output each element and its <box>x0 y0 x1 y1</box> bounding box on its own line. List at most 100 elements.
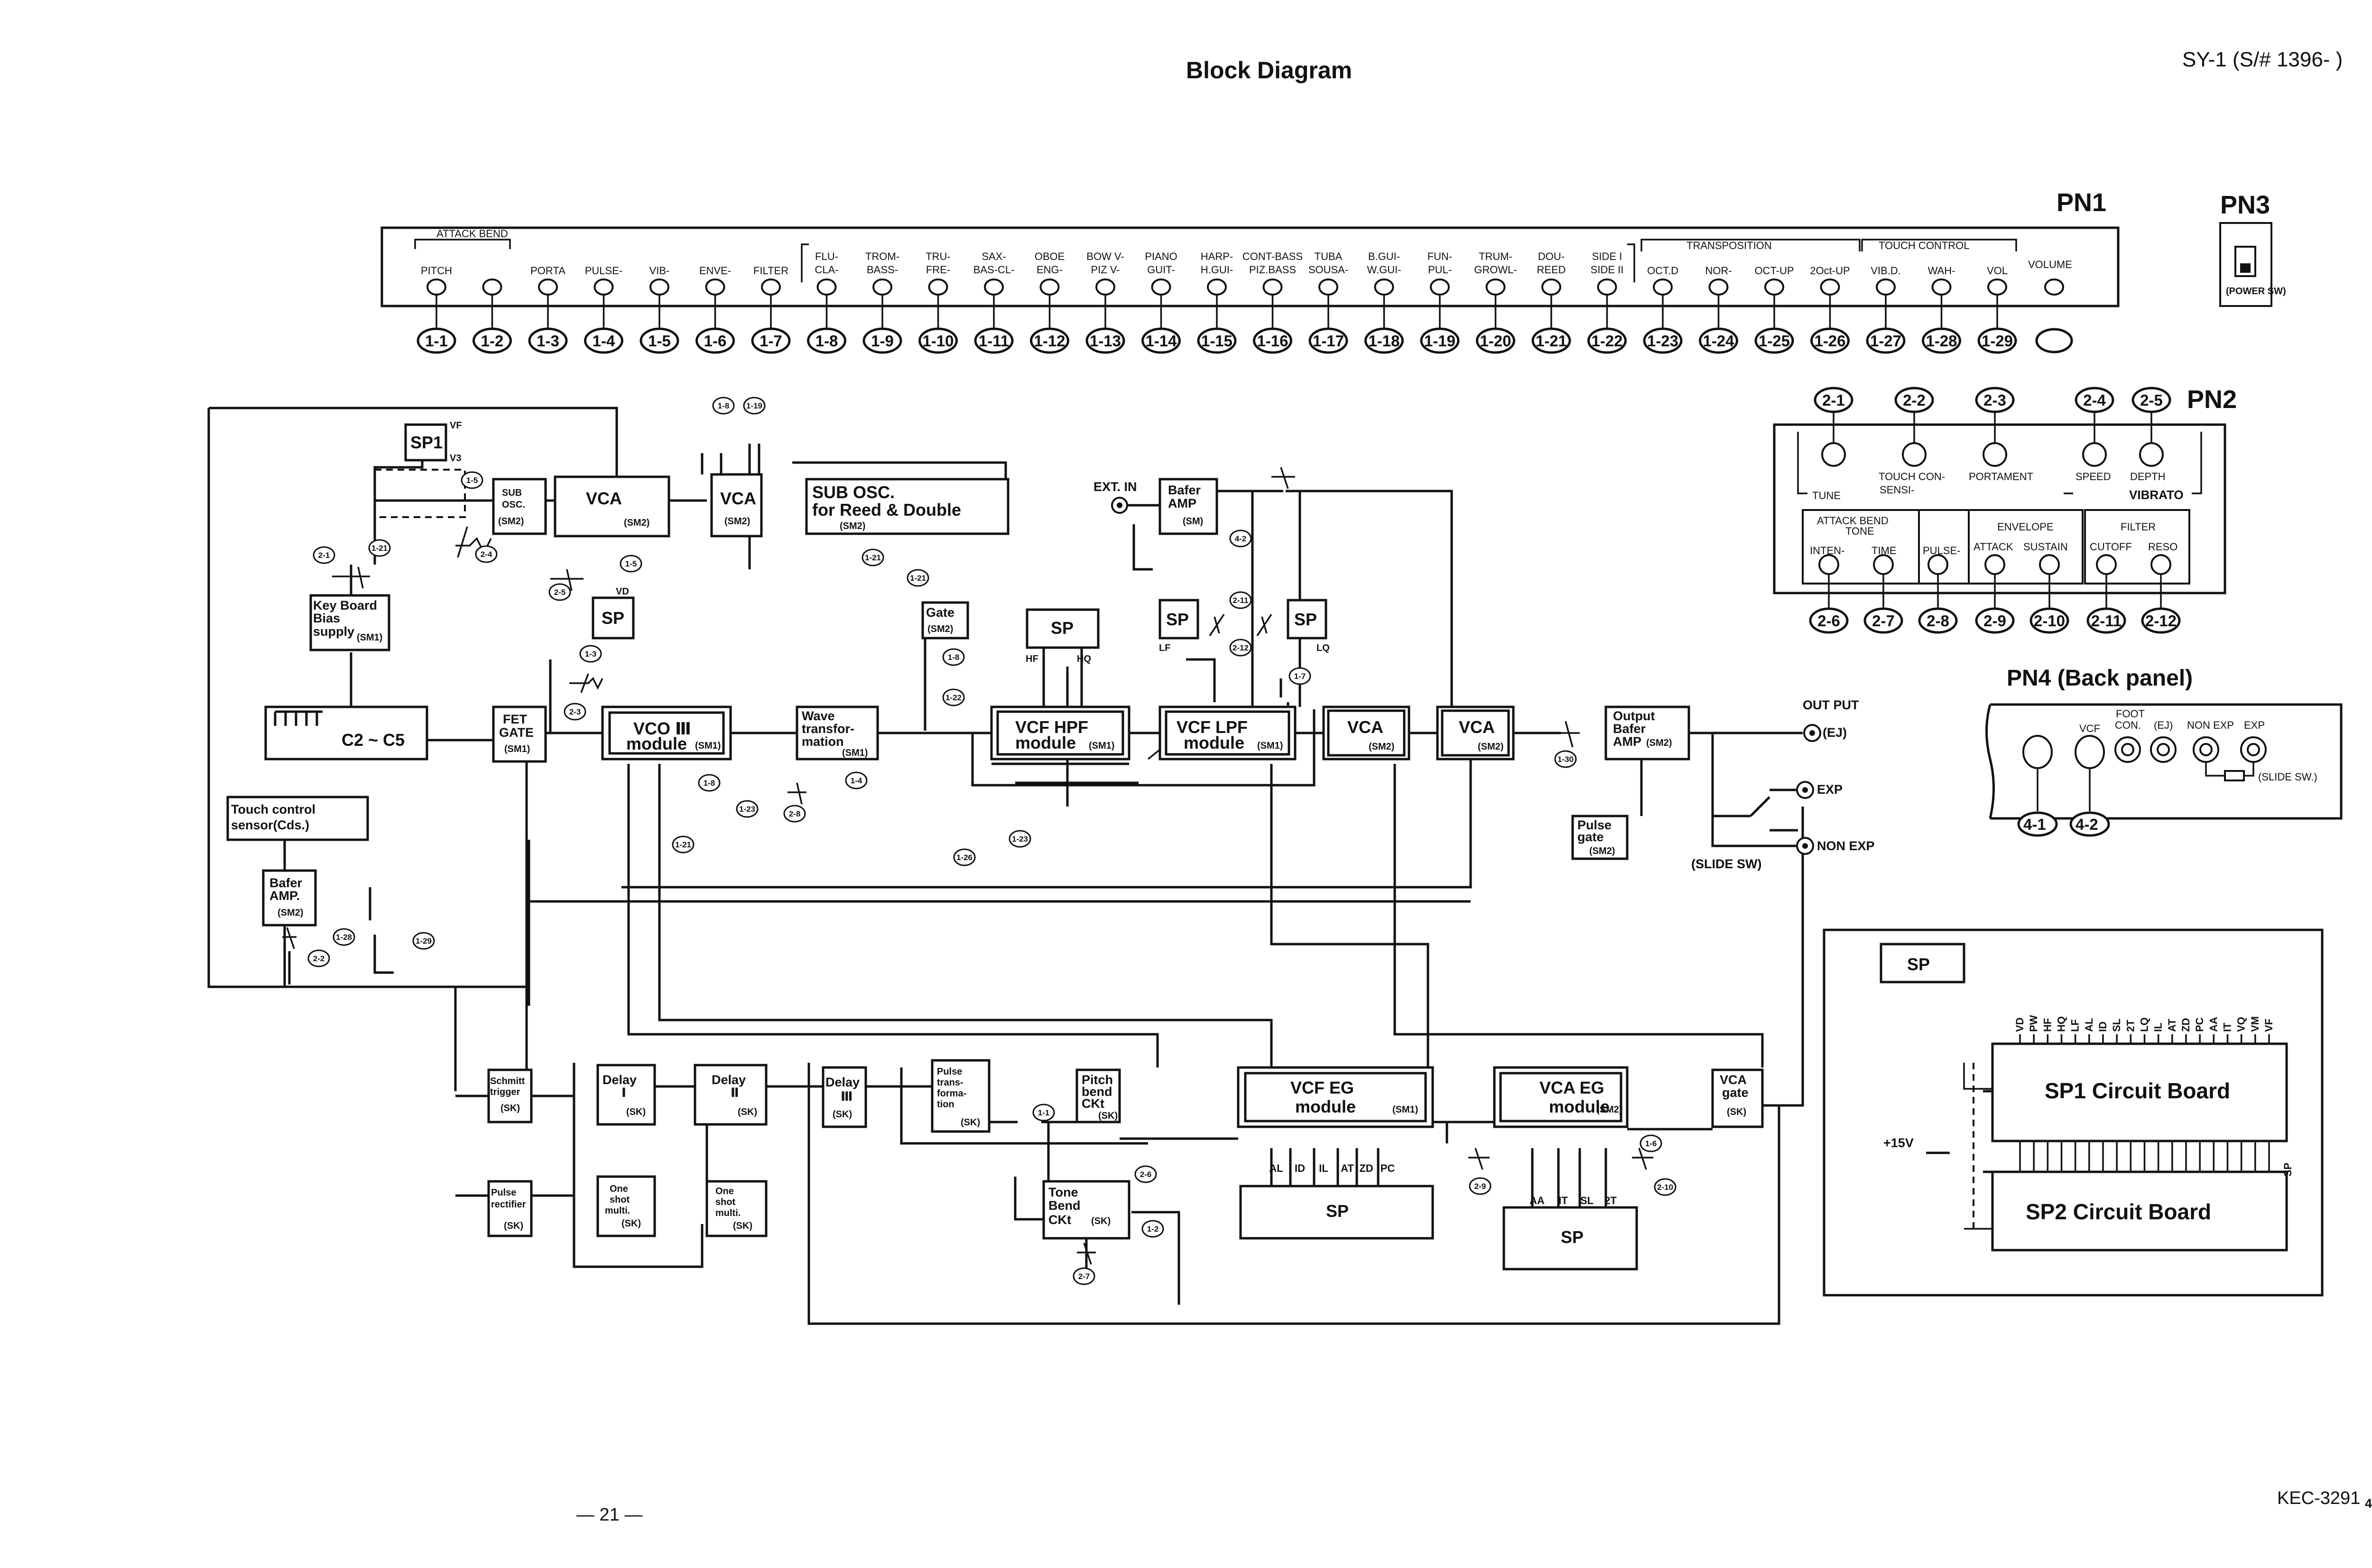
ref-1-20-label: 1-20 <box>1480 332 1511 350</box>
ref-2-11 <box>2086 607 2126 634</box>
pn2-envelope: ENVELOPE <box>1997 521 2054 533</box>
ref-1-24 <box>1699 327 1738 354</box>
pn2-knob-2-7[interactable] <box>1873 554 1894 575</box>
doc-code: KEC-3291 <box>2277 1488 2360 1508</box>
pn1-switch-1-15[interactable] <box>1207 278 1227 296</box>
pn1-switch-1-28[interactable] <box>1931 278 1952 296</box>
ref-1-28-label: 1-28 <box>1926 332 1957 350</box>
pn2-knob-2-9[interactable] <box>1984 554 2005 575</box>
pn1-ctl-line2-1-14: GUIT- <box>1147 264 1175 276</box>
pn1-switch-1-26[interactable] <box>1820 278 1840 296</box>
one-shot-1-block <box>596 1175 656 1237</box>
pn1-switch-1-16[interactable] <box>1262 278 1283 296</box>
pn2-knob-2-8[interactable] <box>1927 554 1948 575</box>
pn2-knob-2-6[interactable] <box>1818 554 1839 575</box>
pn1-switch-1-4[interactable] <box>593 278 614 296</box>
oneshot1-line2: shot <box>610 1195 630 1205</box>
pn1-volume-knob[interactable] <box>2044 278 2064 296</box>
pn1-switch-1-12[interactable] <box>1039 278 1060 296</box>
ref-tag-29-1-1 <box>1032 1104 1055 1122</box>
pulse-rectifier-block <box>487 1180 533 1237</box>
pn1-ctl-line2-1-20: GROWL- <box>1474 264 1517 276</box>
pn4-slide-switch[interactable] <box>2224 770 2245 781</box>
pn1-switch-1-23[interactable] <box>1653 278 1673 296</box>
ref-tag-25-1-30-label: 1-30 <box>1557 755 1574 764</box>
touch-sensor-line1: Touch control <box>231 802 315 816</box>
sub-osc-reed-line1: SUB OSC. <box>812 482 895 502</box>
vcf-hpf-sm1: (SM1) <box>1089 741 1114 751</box>
pn1-switch-1-21[interactable] <box>1541 278 1561 296</box>
pn4-jack-vcf[interactable] <box>2075 735 2105 769</box>
pn1-switch-1-20[interactable] <box>1485 278 1506 296</box>
pn1-ctl-line2-1-21: REED <box>1537 264 1566 276</box>
ref-1-15 <box>1197 327 1237 354</box>
pn1-switch-1-7[interactable] <box>761 278 781 296</box>
pn1-switch-1-24[interactable] <box>1708 278 1729 296</box>
oneshot2-line3: multi. <box>715 1208 741 1218</box>
oneshot2-line2: shot <box>715 1197 736 1207</box>
sp-lq-label: SP <box>1294 610 1317 629</box>
pn1-ctl-label-1-28: WAH- <box>1928 265 1955 277</box>
pn1-switch-1-22[interactable] <box>1597 278 1617 296</box>
pn1-ctl-label-1-4: PULSE- <box>585 265 622 277</box>
ref-tag-0-1-5 <box>461 471 483 489</box>
ref-tag-14-1-8-label: 1-8 <box>704 779 715 788</box>
ref-2-5-label: 2-5 <box>2140 391 2163 409</box>
pn1-switch-1-25[interactable] <box>1764 278 1784 296</box>
vcf-eg-sig-AL: AL <box>1269 1162 1283 1174</box>
pn2-knob-2-3[interactable] <box>1983 442 2007 467</box>
pn1-switch-1-29[interactable] <box>1987 278 2007 296</box>
ref-tag-9-1-21-label: 1-21 <box>910 574 926 583</box>
pn1-switch-1-17[interactable] <box>1318 278 1338 296</box>
pn4-knob-4-1[interactable] <box>2022 735 2053 769</box>
pn1-switch-1-11[interactable] <box>984 278 1004 296</box>
pn1-switch-1-10[interactable] <box>928 278 948 296</box>
pn2-filter: FILTER <box>2121 521 2156 533</box>
pn1-switch-1-6[interactable] <box>705 278 725 296</box>
pn1-switch-1-19[interactable] <box>1430 278 1450 296</box>
pn1-switch-1-3[interactable] <box>538 278 558 296</box>
volume-knob-ref[interactable] <box>2035 328 2073 353</box>
pn1-switch-1-14[interactable] <box>1151 278 1171 296</box>
pn2-knob-2-10[interactable] <box>2039 554 2060 575</box>
ref-tag-25-1-30 <box>1554 750 1577 768</box>
pn2-knob-2-1[interactable] <box>1821 442 1846 467</box>
pn2-knob-2-2[interactable] <box>1902 442 1927 467</box>
sp-block-vca-eg <box>1502 1206 1638 1271</box>
pn4-ej: (EJ) <box>2154 719 2173 731</box>
ref-1-25 <box>1754 327 1794 354</box>
sub-osc-reed-line2: for Reed & Double <box>812 500 961 520</box>
pn2-knob-2-4[interactable] <box>2082 442 2107 467</box>
tbend-line3: CKt <box>1048 1213 1071 1227</box>
ref-1-2 <box>473 327 512 354</box>
pn1-switch-1-18[interactable] <box>1374 278 1394 296</box>
pn1-switch-1-2[interactable] <box>482 278 502 296</box>
pn1-ctl-line1-1-11: SAX- <box>982 251 1006 262</box>
pn2-knob-2-11[interactable] <box>2096 554 2117 575</box>
fet-sm1: (SM1) <box>504 744 530 754</box>
pn1-switch-1-5[interactable] <box>649 278 669 296</box>
ref-4-1-label: 4-1 <box>2023 816 2046 833</box>
wave-transform-block <box>796 705 879 761</box>
blocks: SP1 VF V3 SUB OSC. (SM2) VCA (SM2) VCA (… <box>226 420 1875 1271</box>
ref-1-19 <box>1420 327 1460 354</box>
pn2-knob-2-12[interactable] <box>2150 554 2171 575</box>
ref-tag-29-1-1-label: 1-1 <box>1038 1108 1050 1117</box>
ref-1-20 <box>1476 327 1515 354</box>
pn1-switch-1-9[interactable] <box>872 278 892 296</box>
pn1-switch-1-27[interactable] <box>1876 278 1896 296</box>
ref-1-29 <box>1977 327 2017 354</box>
pn2-knob-2-5[interactable] <box>2139 442 2164 467</box>
pn1-switch-1-1[interactable] <box>426 278 446 296</box>
ref-tag-22-2-11 <box>1229 591 1252 609</box>
pitch-bend-block <box>1075 1068 1121 1123</box>
sp-sig-VD: VD <box>2014 1017 2026 1032</box>
ref-tag-2-2-1 <box>313 546 335 564</box>
output-bafer-block <box>1604 705 1690 761</box>
pn1-switch-1-8[interactable] <box>816 278 837 296</box>
pn1-ctl-line2-1-12: ENG- <box>1037 264 1063 276</box>
pn1-switch-1-13[interactable] <box>1095 278 1115 296</box>
